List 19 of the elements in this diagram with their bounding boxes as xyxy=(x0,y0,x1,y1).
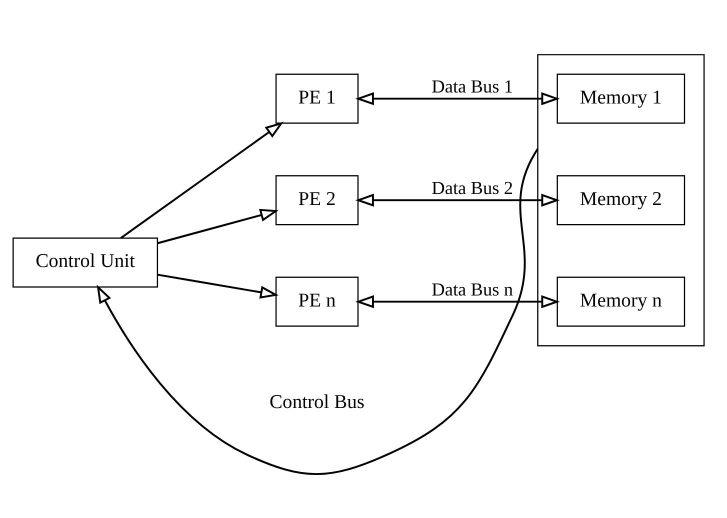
arrow xyxy=(355,92,560,105)
arrow xyxy=(157,273,279,298)
edge-label: Data Bus n xyxy=(432,279,514,300)
edge-label: Data Bus 2 xyxy=(432,178,514,198)
arrow xyxy=(157,208,279,244)
node-box: Memory 1 xyxy=(556,73,686,124)
cluster xyxy=(537,54,705,346)
arrow xyxy=(355,294,560,308)
node-box: PE n xyxy=(275,276,359,326)
label: Control Bus xyxy=(270,391,365,412)
node-box: Memory 2 xyxy=(556,174,686,225)
node-box: Memory n xyxy=(556,276,686,326)
node-box: PE 2 xyxy=(275,174,359,225)
edge-label: Data Bus 1 xyxy=(432,76,514,96)
arrow xyxy=(355,193,560,206)
node-box: Control Unit xyxy=(12,237,158,288)
arrow xyxy=(96,148,539,474)
arrow xyxy=(120,121,284,238)
node-box: PE 1 xyxy=(275,73,359,124)
